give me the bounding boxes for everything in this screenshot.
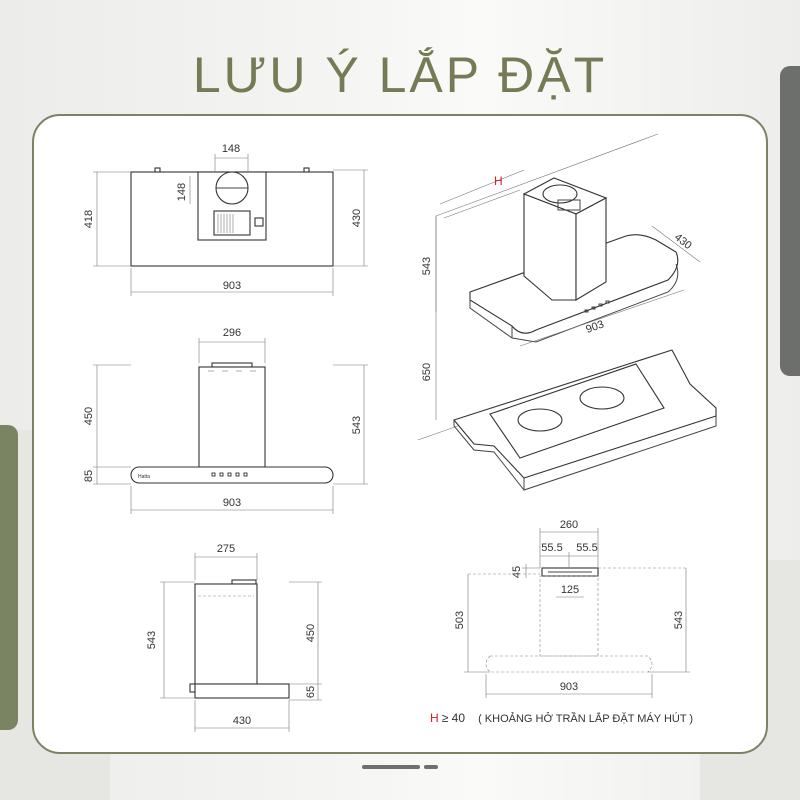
pager-indicator-active[interactable] [362, 765, 420, 769]
note-value: ≥ 40 [441, 711, 466, 725]
front-view-dim-543: 543 [351, 416, 363, 434]
note-text: ( KHOẢNG HỞ TRẦN LẮP ĐẶT MÁY HÚT ) [478, 713, 694, 725]
side-view: 275 543 450 65 430 [146, 543, 322, 732]
back-view-dim-125: 125 [561, 584, 579, 596]
side-view-dim-430: 430 [233, 715, 251, 727]
side-view-dim-450: 450 [305, 624, 317, 642]
top-view-dim-430: 430 [351, 209, 363, 227]
front-view-dim-450: 450 [83, 407, 95, 425]
back-view-dim-45: 45 [511, 566, 523, 578]
iso-dim-650: 650 [421, 363, 433, 381]
side-view-dim-275: 275 [217, 543, 235, 555]
back-view-dim-55-5-right: 55.5 [576, 542, 597, 554]
iso-h-label: H [494, 174, 503, 188]
iso-dim-903: 903 [584, 318, 605, 336]
note-h-label: H [430, 711, 439, 725]
front-panel-brand: Hatta [138, 474, 150, 480]
installation-note: H ≥ 40 ( KHOẢNG HỞ TRẦN LẮP ĐẶT MÁY HÚT … [430, 711, 693, 725]
top-view-dim-903: 903 [223, 280, 241, 292]
top-view-dim-148-width: 148 [222, 143, 240, 155]
back-view-dim-503: 503 [454, 611, 466, 629]
front-view-dim-903: 903 [223, 497, 241, 509]
top-view: 148 148 418 430 903 [83, 143, 368, 296]
side-view-dim-65: 65 [305, 686, 317, 698]
back-view-dim-903: 903 [560, 681, 578, 693]
back-view: 260 55.5 55.5 45 125 503 543 903 [454, 519, 690, 698]
front-view-dim-85: 85 [83, 470, 95, 482]
back-view-dim-55-5-left: 55.5 [541, 542, 562, 554]
front-view-dim-296: 296 [223, 327, 241, 339]
side-view-dim-543: 543 [146, 631, 158, 649]
iso-dim-430: 430 [672, 231, 694, 252]
pager-indicator[interactable] [424, 765, 438, 769]
isometric-view: H 543 650 430 903 [417, 133, 717, 491]
accent-bar-left [0, 425, 18, 730]
page-title: LƯU Ý LẮP ĐẶT [192, 47, 608, 103]
back-view-dim-260: 260 [560, 519, 578, 531]
top-view-dim-148-height: 148 [176, 183, 188, 201]
top-view-dim-418: 418 [83, 210, 95, 228]
back-view-dim-543: 543 [673, 611, 685, 629]
accent-bar-right [780, 66, 800, 376]
front-view: Hatta 296 450 85 543 903 [83, 327, 368, 514]
iso-dim-543: 543 [421, 257, 433, 275]
